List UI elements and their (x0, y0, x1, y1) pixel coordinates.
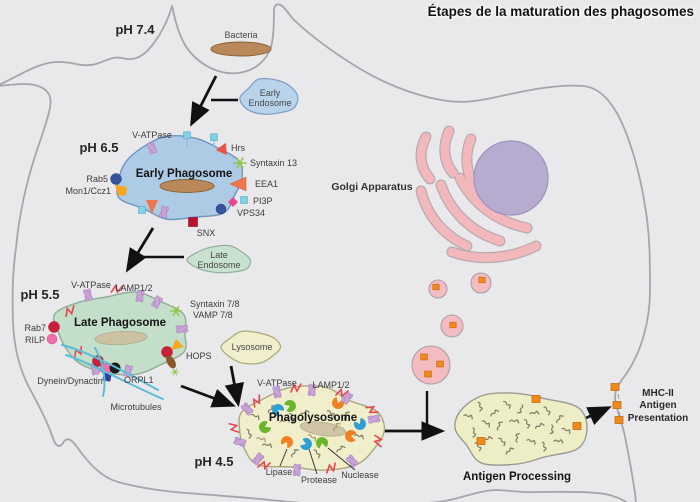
antigen-processing: Antigen Processing (454, 392, 588, 483)
ph-45-label: pH 4.5 (194, 454, 233, 469)
label-pi3p: PI3P (253, 196, 273, 206)
label-v-atpase-late: V-ATPase (71, 280, 111, 290)
antigen-square-icon (531, 395, 541, 403)
late-endosome: Late Endosome (186, 244, 252, 274)
early-endosome: Early Endosome (239, 77, 299, 115)
hops-icon (166, 355, 176, 369)
label-lamp12-late: LAMP1/2 (115, 283, 152, 293)
lysosome: Lysosome (220, 330, 282, 365)
label-syntaxin13: Syntaxin 13 (250, 158, 297, 168)
label-vps34: VPS34 (237, 208, 265, 218)
late-endosome-label-1: Late (210, 250, 228, 260)
phagolysosome: Phagolysosome (228, 382, 386, 478)
label-protease: Protease (301, 475, 337, 485)
membrane-protein-icon (146, 200, 158, 214)
label-dynein-dynactin: Dynein/Dynactin (37, 376, 103, 386)
antigen-processing-label: Antigen Processing (463, 471, 571, 483)
late-phagosome-label: Late Phagosome (74, 317, 166, 329)
ph-65-label: pH 6.5 (79, 140, 118, 155)
ph-55-label: pH 5.5 (20, 287, 59, 302)
mon1-ccz1-icon (115, 185, 127, 196)
label-orpl1: ORPL1 (124, 375, 154, 385)
rab5-icon (110, 173, 122, 185)
rilp-icon (46, 333, 58, 345)
early-endosome-label-2: Endosome (248, 98, 291, 108)
label-v-atpase-phago: V-ATPase (257, 378, 297, 388)
rab7-icon (48, 321, 60, 333)
nucleus-circle (473, 140, 549, 216)
transporter-icon (138, 206, 146, 214)
ph-74-label: pH 7.4 (115, 22, 155, 37)
golgi-label: Golgi Apparatus (331, 181, 412, 193)
early-phagosome: Early Phagosome (110, 131, 248, 227)
microtubules (61, 344, 164, 400)
page-title: Étapes de la maturation des phagosomes (427, 4, 694, 19)
engulfed-bacteria (159, 179, 215, 193)
hrs-icon (215, 142, 227, 156)
label-lipase: Lipase (266, 467, 293, 477)
label-mon1-ccz1: Mon1/Ccz1 (65, 186, 111, 196)
digested-bacteria (299, 421, 347, 437)
early-phagosome-label: Early Phagosome (136, 168, 233, 180)
mhc-antigen-icon (614, 416, 624, 424)
flow-arrows (125, 75, 612, 441)
hops-wedge-icon (171, 339, 184, 350)
mhc-label-1: MHC-II (642, 388, 674, 399)
label-eea1: EEA1 (255, 179, 278, 189)
mhc-antigen-icon (612, 401, 622, 409)
golgi-apparatus (415, 125, 542, 264)
label-syntaxin78: Syntaxin 7/8 (190, 299, 240, 309)
eea1-icon (229, 176, 247, 192)
label-vamp78: VAMP 7/8 (193, 310, 233, 320)
degraded-bacteria (94, 330, 148, 346)
mhc-label-3: Presentation (628, 413, 689, 424)
label-nuclease: Nuclease (341, 470, 379, 480)
label-lamp12-phago: LAMP1/2 (312, 380, 349, 390)
label-rilp: RILP (25, 335, 45, 345)
label-snx: SNX (197, 228, 216, 238)
bacteria-cell (210, 41, 272, 57)
vps34-icon (215, 203, 227, 215)
mhc-label-2: Antigen (639, 400, 676, 411)
antigen-square-icon (572, 422, 582, 430)
label-v-atpase-early: V-ATPase (132, 130, 172, 140)
hops-rab-icon (161, 346, 173, 358)
antigen-square-icon (476, 437, 486, 445)
bacteria-label: Bacteria (224, 30, 257, 40)
vps34-diamond-icon (228, 197, 238, 207)
label-hrs: Hrs (231, 143, 245, 153)
label-hops: HOPS (186, 351, 212, 361)
label-microtubules: Microtubules (110, 402, 162, 412)
label-rab7: Rab7 (24, 323, 46, 333)
late-endosome-label-2: Endosome (197, 260, 240, 270)
label-rab5: Rab5 (86, 174, 108, 184)
mhc-antigen-icon (610, 383, 620, 391)
early-endosome-label-1: Early (260, 88, 281, 98)
mhc-presentation: MHC-II Antigen Presentation (610, 383, 689, 424)
phagolysosome-label: Phagolysosome (269, 412, 357, 424)
lysosome-label: Lysosome (232, 342, 273, 352)
snx-icon (188, 217, 198, 227)
pi3p-icon (240, 196, 248, 204)
